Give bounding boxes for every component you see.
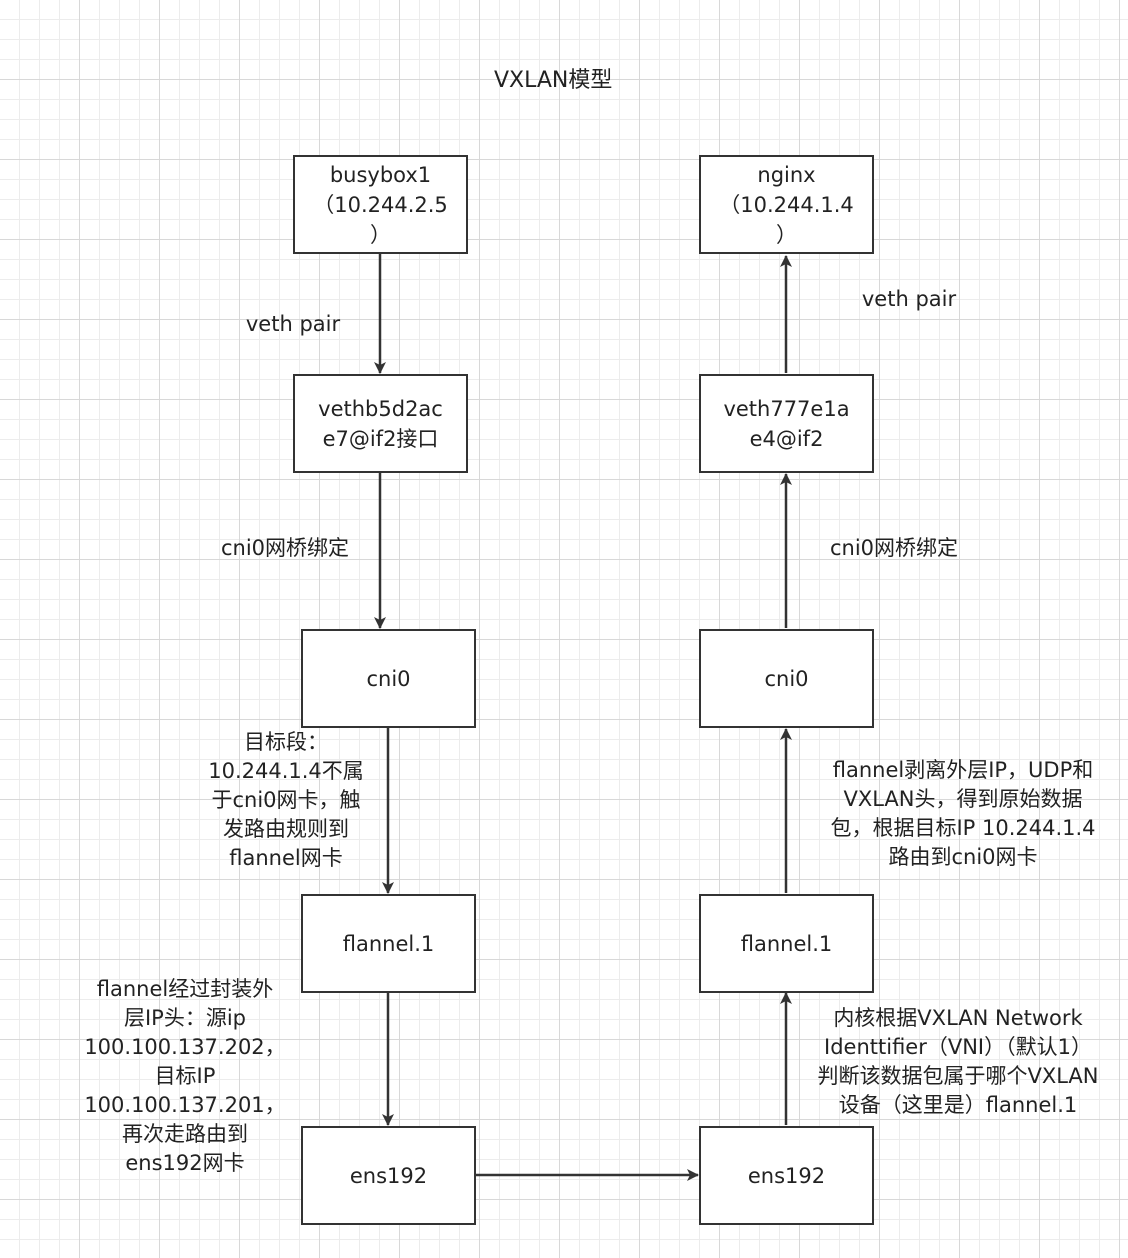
label-decap-right: flannel剥离外层IP，UDP和 VXLAN头，得到原始数据 包，根据目标I… bbox=[830, 758, 1096, 869]
node-veth-right: veth777e1a e4@if2 bbox=[699, 374, 874, 473]
node-ens192-left: ens192 bbox=[301, 1126, 476, 1225]
label-route-left: 目标段： 10.244.1.4不属 于cni0网卡，触 发路由规则到 flann… bbox=[208, 730, 364, 870]
node-busybox1: busybox1 （10.244.2.5 ） bbox=[293, 155, 468, 254]
label-encap-left: flannel经过封装外 层IP头：源ip 100.100.137.202， 目… bbox=[84, 977, 286, 1175]
node-cni0-left: cni0 bbox=[301, 629, 476, 728]
node-veth-left: vethb5d2ac e7@if2接口 bbox=[293, 374, 468, 473]
label-veth-pair-right: veth pair bbox=[861, 287, 957, 311]
diagram-title: VXLAN模型 bbox=[494, 68, 613, 93]
node-flannel-right: flannel.1 bbox=[699, 894, 874, 993]
label-bridge-right: cni0网桥绑定 bbox=[829, 536, 959, 560]
node-ens192-right: ens192 bbox=[699, 1126, 874, 1225]
label-vni-right: 内核根据VXLAN Network Identtifier（VNI）（默认1） … bbox=[817, 1006, 1099, 1117]
node-flannel-left: flannel.1 bbox=[301, 894, 476, 993]
label-veth-pair-left: veth pair bbox=[245, 312, 341, 336]
label-bridge-left: cni0网桥绑定 bbox=[220, 536, 350, 560]
node-cni0-right: cni0 bbox=[699, 629, 874, 728]
node-nginx: nginx （10.244.1.4 ） bbox=[699, 155, 874, 254]
